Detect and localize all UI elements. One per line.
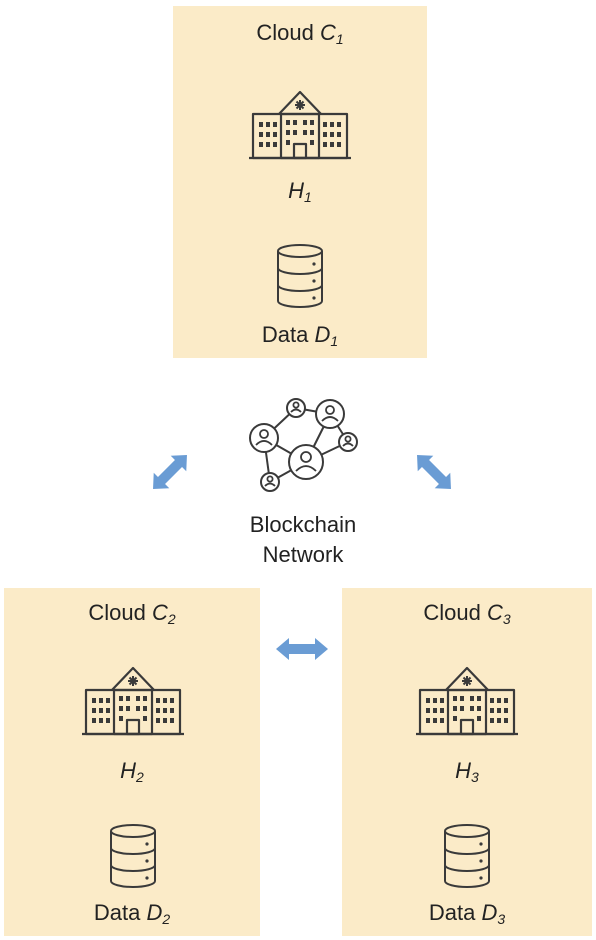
data-d1-label: Data D1 [261,322,339,349]
cloud-c1-box: Cloud C1 H1 [173,6,427,358]
network-nodes-icon [249,398,358,492]
hospital-icon [416,666,518,736]
database-icon [277,244,323,308]
cloud-c3-title: Cloud C3 [423,600,511,627]
cloud-c2-title: Cloud C2 [88,600,176,627]
hospital-h3-label: H3 [455,758,479,785]
database-icon [444,824,490,888]
cloud-c1-title: Cloud C1 [256,20,344,47]
database-icon [110,824,156,888]
double-arrow-icon [153,455,187,489]
double-arrow-icon [417,455,451,489]
blockchain-network-label: Blockchain Network [198,510,408,570]
hospital-h1-label: H1 [288,178,312,205]
hospital-icon [82,666,184,736]
hospital-icon [249,90,351,160]
cloud-c2-box: Cloud C2 H2 [4,588,260,936]
data-d2-label: Data D2 [93,900,171,927]
network-label-line2: Network [262,542,344,567]
double-arrow-icon [276,638,328,660]
network-label-line1: Blockchain [249,512,357,537]
hospital-h2-label: H2 [120,758,144,785]
cloud-c3-box: Cloud C3 H3 [342,588,592,936]
data-d3-label: Data D3 [428,900,506,927]
